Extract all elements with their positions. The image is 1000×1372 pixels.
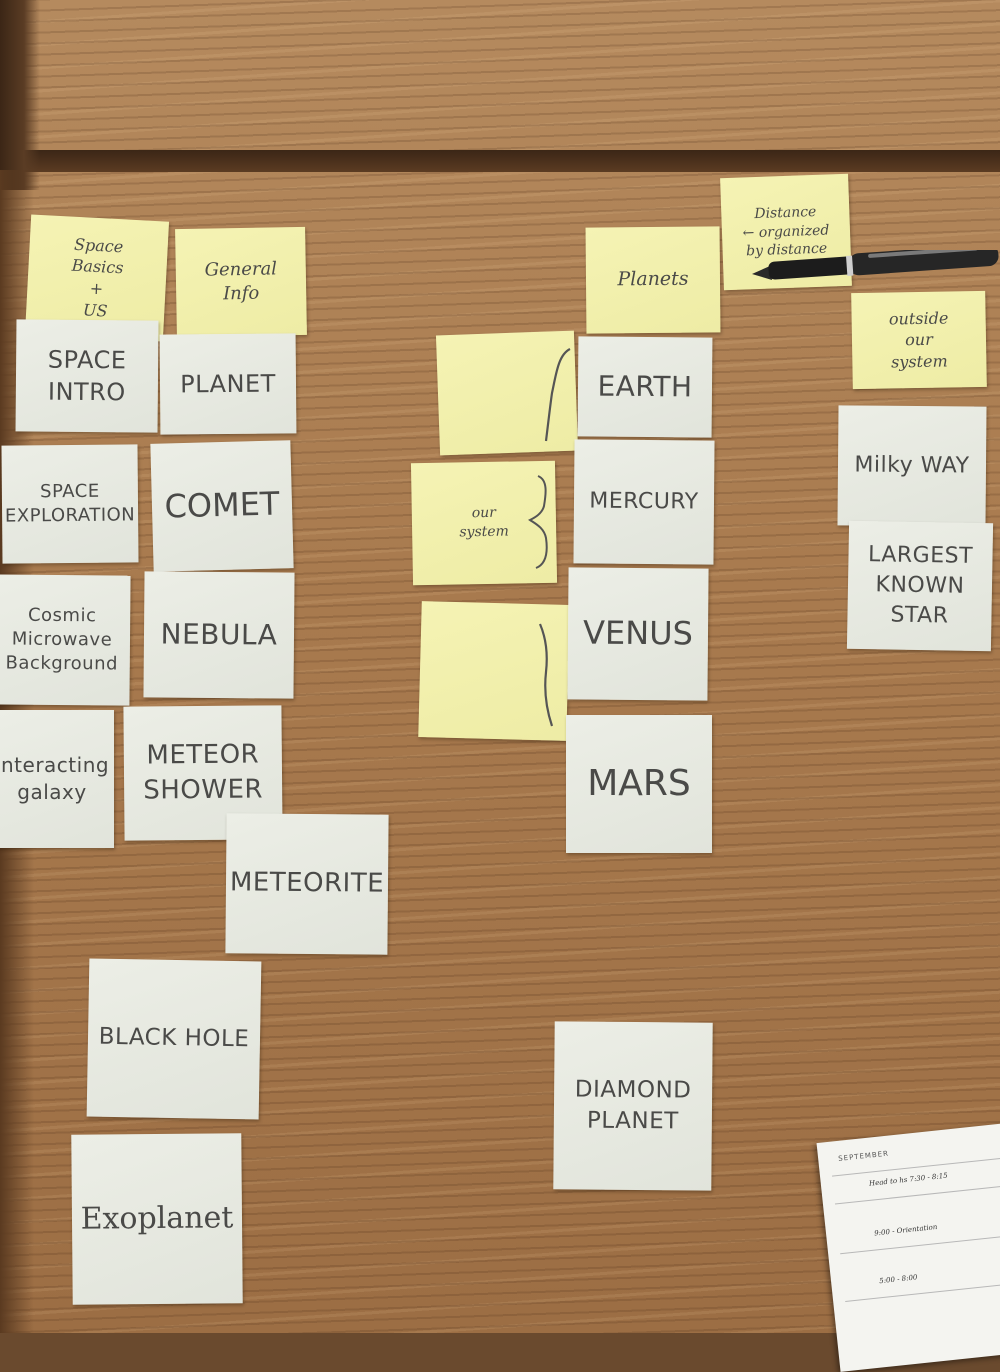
note-earth: EARTH [577, 336, 713, 438]
planner-month: SEPTEMBER [837, 1149, 890, 1163]
note-space-intro: SPACE INTRO [15, 319, 159, 433]
planner-entry: 9:00 - Orientation [873, 1222, 938, 1238]
table-seam [0, 150, 1000, 172]
note-planets-header: Planets [585, 226, 721, 334]
note-venus: VENUS [567, 567, 709, 701]
note-nebula: NEBULA [143, 571, 295, 699]
planner-entry: Head to hs 7:30 - 8:15 [868, 1171, 949, 1188]
brace-2 [528, 475, 548, 569]
pen-icon [752, 250, 999, 280]
note-diamond-planet: DIAMOND PLANET [553, 1021, 713, 1191]
brace-1 [544, 348, 571, 442]
planner-entry: 5:00 - 8:00 [878, 1273, 918, 1286]
note-space-exploration: SPACE EXPLORATION [1, 444, 139, 564]
planner-rule [845, 1282, 1000, 1302]
note-comet: COMET [150, 440, 294, 572]
note-interacting-galaxy: interacting galaxy [0, 710, 114, 848]
note-milky-way: Milky WAY [837, 405, 987, 527]
planner-notebook: SEPTEMBER Head to hs 7:30 - 8:15 9:00 - … [816, 1122, 1000, 1372]
note-mars: MARS [566, 715, 712, 853]
note-black-hole: BLACK HOLE [86, 958, 262, 1120]
note-meteorite: METEORITE [225, 813, 389, 955]
table-seam-vertical [0, 0, 40, 190]
note-exoplanet: Exoplanet [71, 1133, 243, 1305]
note-mercury: MERCURY [573, 439, 715, 565]
note-outside-our-system: outside our system [851, 290, 987, 390]
planner-rule [834, 1184, 1000, 1205]
planner-rule [840, 1234, 1000, 1255]
note-planet: PLANET [159, 333, 297, 435]
note-general-info: General Info [175, 226, 307, 338]
note-largest-known-star: LARGEST KNOWN STAR [846, 520, 994, 652]
brace-3 [538, 623, 554, 727]
note-cosmic-microwave-background: Cosmic Microwave Background [0, 574, 131, 706]
